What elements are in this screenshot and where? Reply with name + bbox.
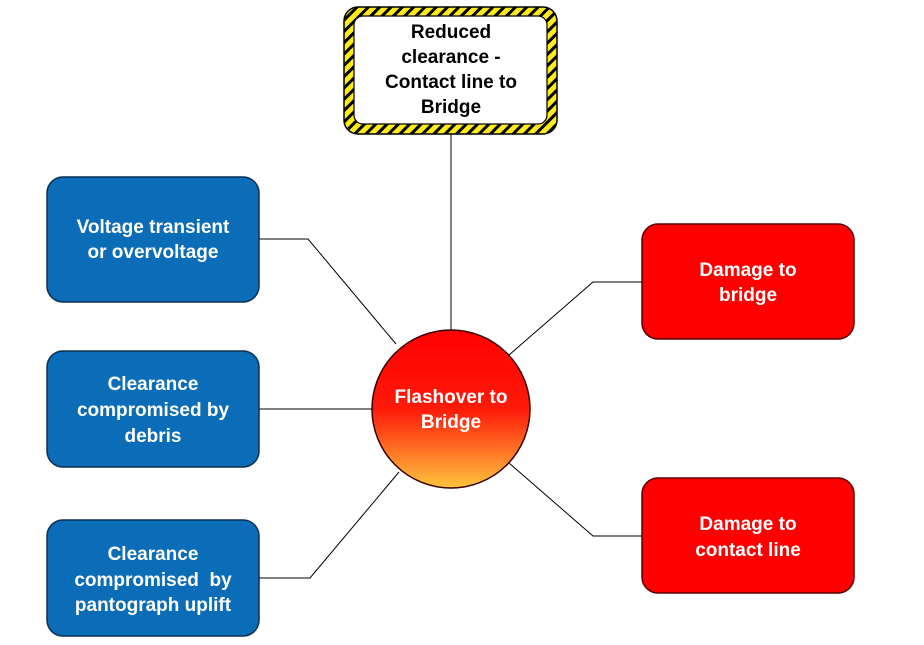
consequence-bridge-label-line-2: bridge <box>719 285 777 306</box>
connector-consequence-contact-line <box>508 462 642 537</box>
cause-node-debris: Clearance compromised by debris <box>46 350 260 468</box>
top-event-label-line-1: Reduced <box>411 22 491 43</box>
connectors <box>259 134 642 579</box>
cause-node-voltage: Voltage transient or overvoltage <box>46 176 260 303</box>
hazard-label-line-2: Bridge <box>421 412 481 433</box>
connector-consequence-bridge <box>508 281 642 356</box>
top-event-label-line-4: Bridge <box>421 97 481 118</box>
consequence-bridge-label-line-1: Damage to <box>699 260 796 281</box>
cause-pantograph-label-line-2: compromised by <box>74 570 232 591</box>
connector-cause-pantograph <box>259 471 400 579</box>
top-event-box: Reduced clearance - Contact line to Brid… <box>343 6 558 135</box>
cause-voltage-label-line-1: Voltage transient <box>77 217 230 238</box>
cause-pantograph-label-line-1: Clearance <box>108 544 199 565</box>
hazard-label-line-1: Flashover to <box>395 387 508 408</box>
consequence-node-bridge: Damage to bridge <box>641 223 855 340</box>
consequence-contact-line-label-line-1: Damage to <box>699 514 796 535</box>
consequence-contact-line-label-line-2: contact line <box>695 540 801 561</box>
cause-voltage-label-line-2: or overvoltage <box>88 242 219 263</box>
cause-debris-label-line-2: compromised by <box>77 400 229 421</box>
cause-node-pantograph: Clearance compromised by pantograph upli… <box>46 519 260 637</box>
hazard-node: Flashover to Bridge <box>371 329 531 489</box>
top-event-label-line-3: Contact line to <box>385 72 517 93</box>
consequence-node-contact-line: Damage to contact line <box>641 477 855 594</box>
top-event-label-line-2: clearance - <box>401 47 500 68</box>
connector-cause-voltage <box>259 238 397 345</box>
cause-pantograph-label-line-3: pantograph uplift <box>75 595 232 616</box>
cause-debris-label-line-3: debris <box>124 426 181 447</box>
cause-debris-label-line-1: Clearance <box>108 374 199 395</box>
